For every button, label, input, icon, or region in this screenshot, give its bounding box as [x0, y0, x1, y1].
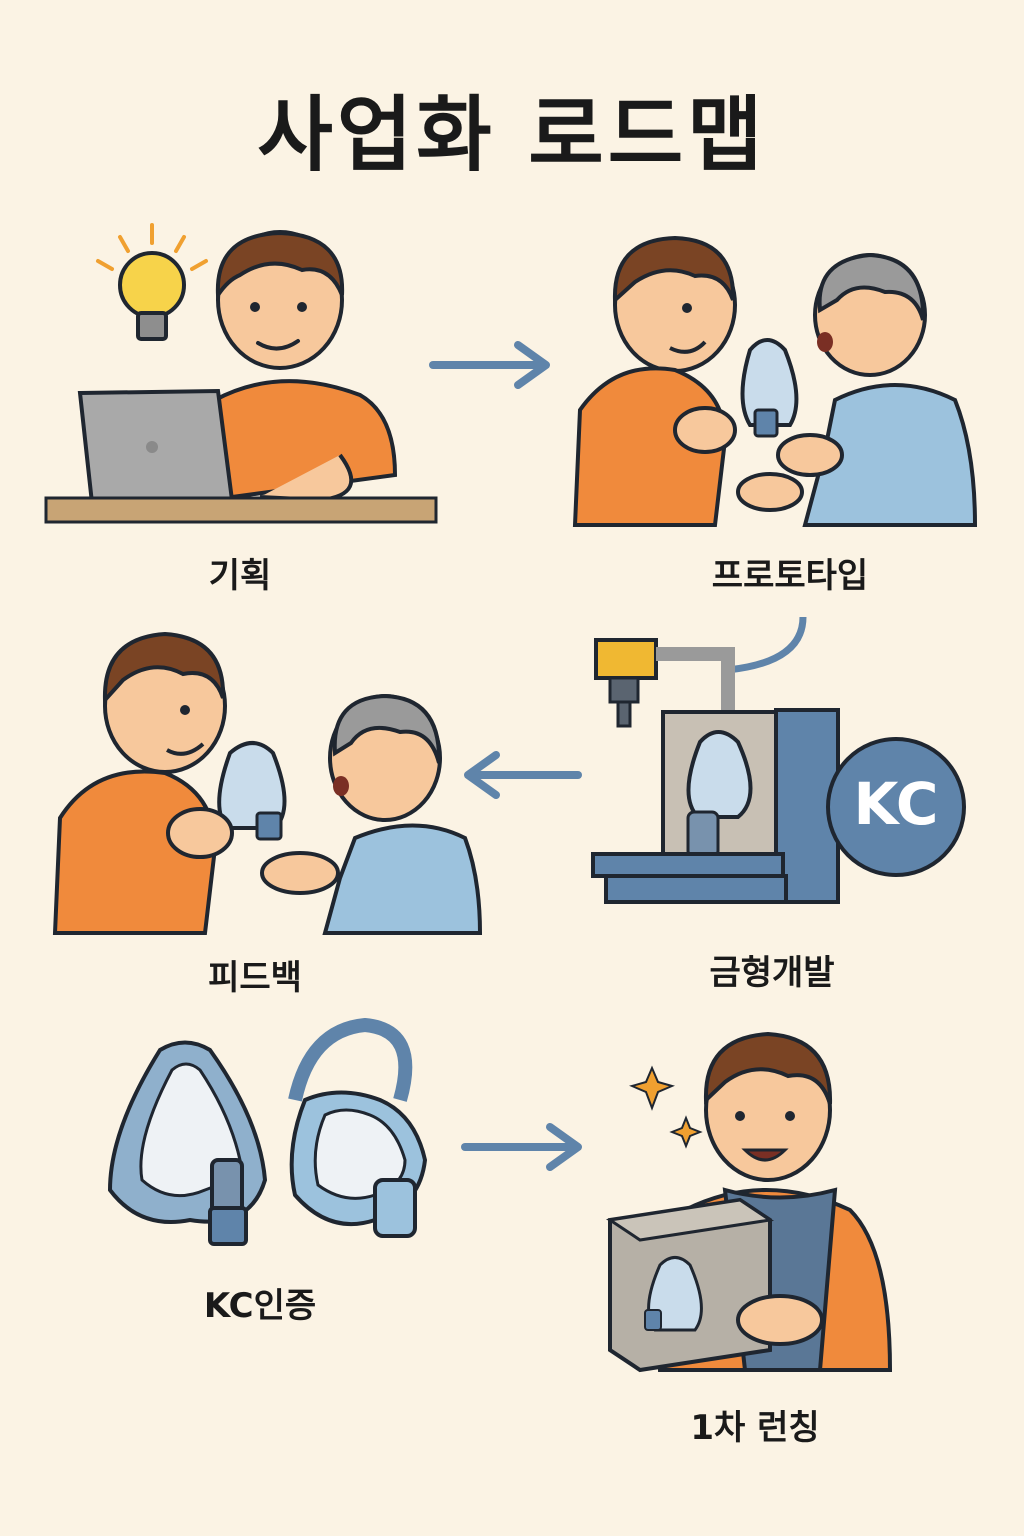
- step-label-prototype: 프로토타입: [711, 556, 869, 596]
- step-prototype: [572, 230, 985, 534]
- step-label-planning: 기획: [208, 556, 272, 596]
- launch-box-icon: [605, 1031, 893, 1373]
- step-label-kc-certification: KC인증: [203, 1286, 317, 1326]
- step-label-mold-development: 금형개발: [709, 953, 835, 993]
- feedback-icon: [52, 631, 483, 935]
- page-title: 사업화 로드맵: [257, 88, 767, 183]
- step-label-first-launch: 1차 런칭: [690, 1408, 820, 1448]
- step-kc-certification: [100, 1017, 440, 1254]
- prototype-mask-icon: [572, 235, 978, 527]
- arrow-right-icon: [461, 1123, 582, 1171]
- mold-machine-icon: [591, 616, 966, 904]
- step-feedback: [52, 628, 485, 942]
- lightbulb-laptop-icon: [44, 223, 438, 524]
- arrow-right-icon: [429, 341, 550, 389]
- step-mold-development: KC: [588, 612, 978, 916]
- arrow-left-icon: [464, 751, 582, 799]
- step-first-launch: [600, 1020, 920, 1384]
- kc-certified-masks-icon: [107, 1017, 428, 1246]
- step-label-feedback: 피드백: [208, 958, 302, 998]
- step-planning: [40, 215, 440, 529]
- kc-badge: KC: [853, 770, 939, 838]
